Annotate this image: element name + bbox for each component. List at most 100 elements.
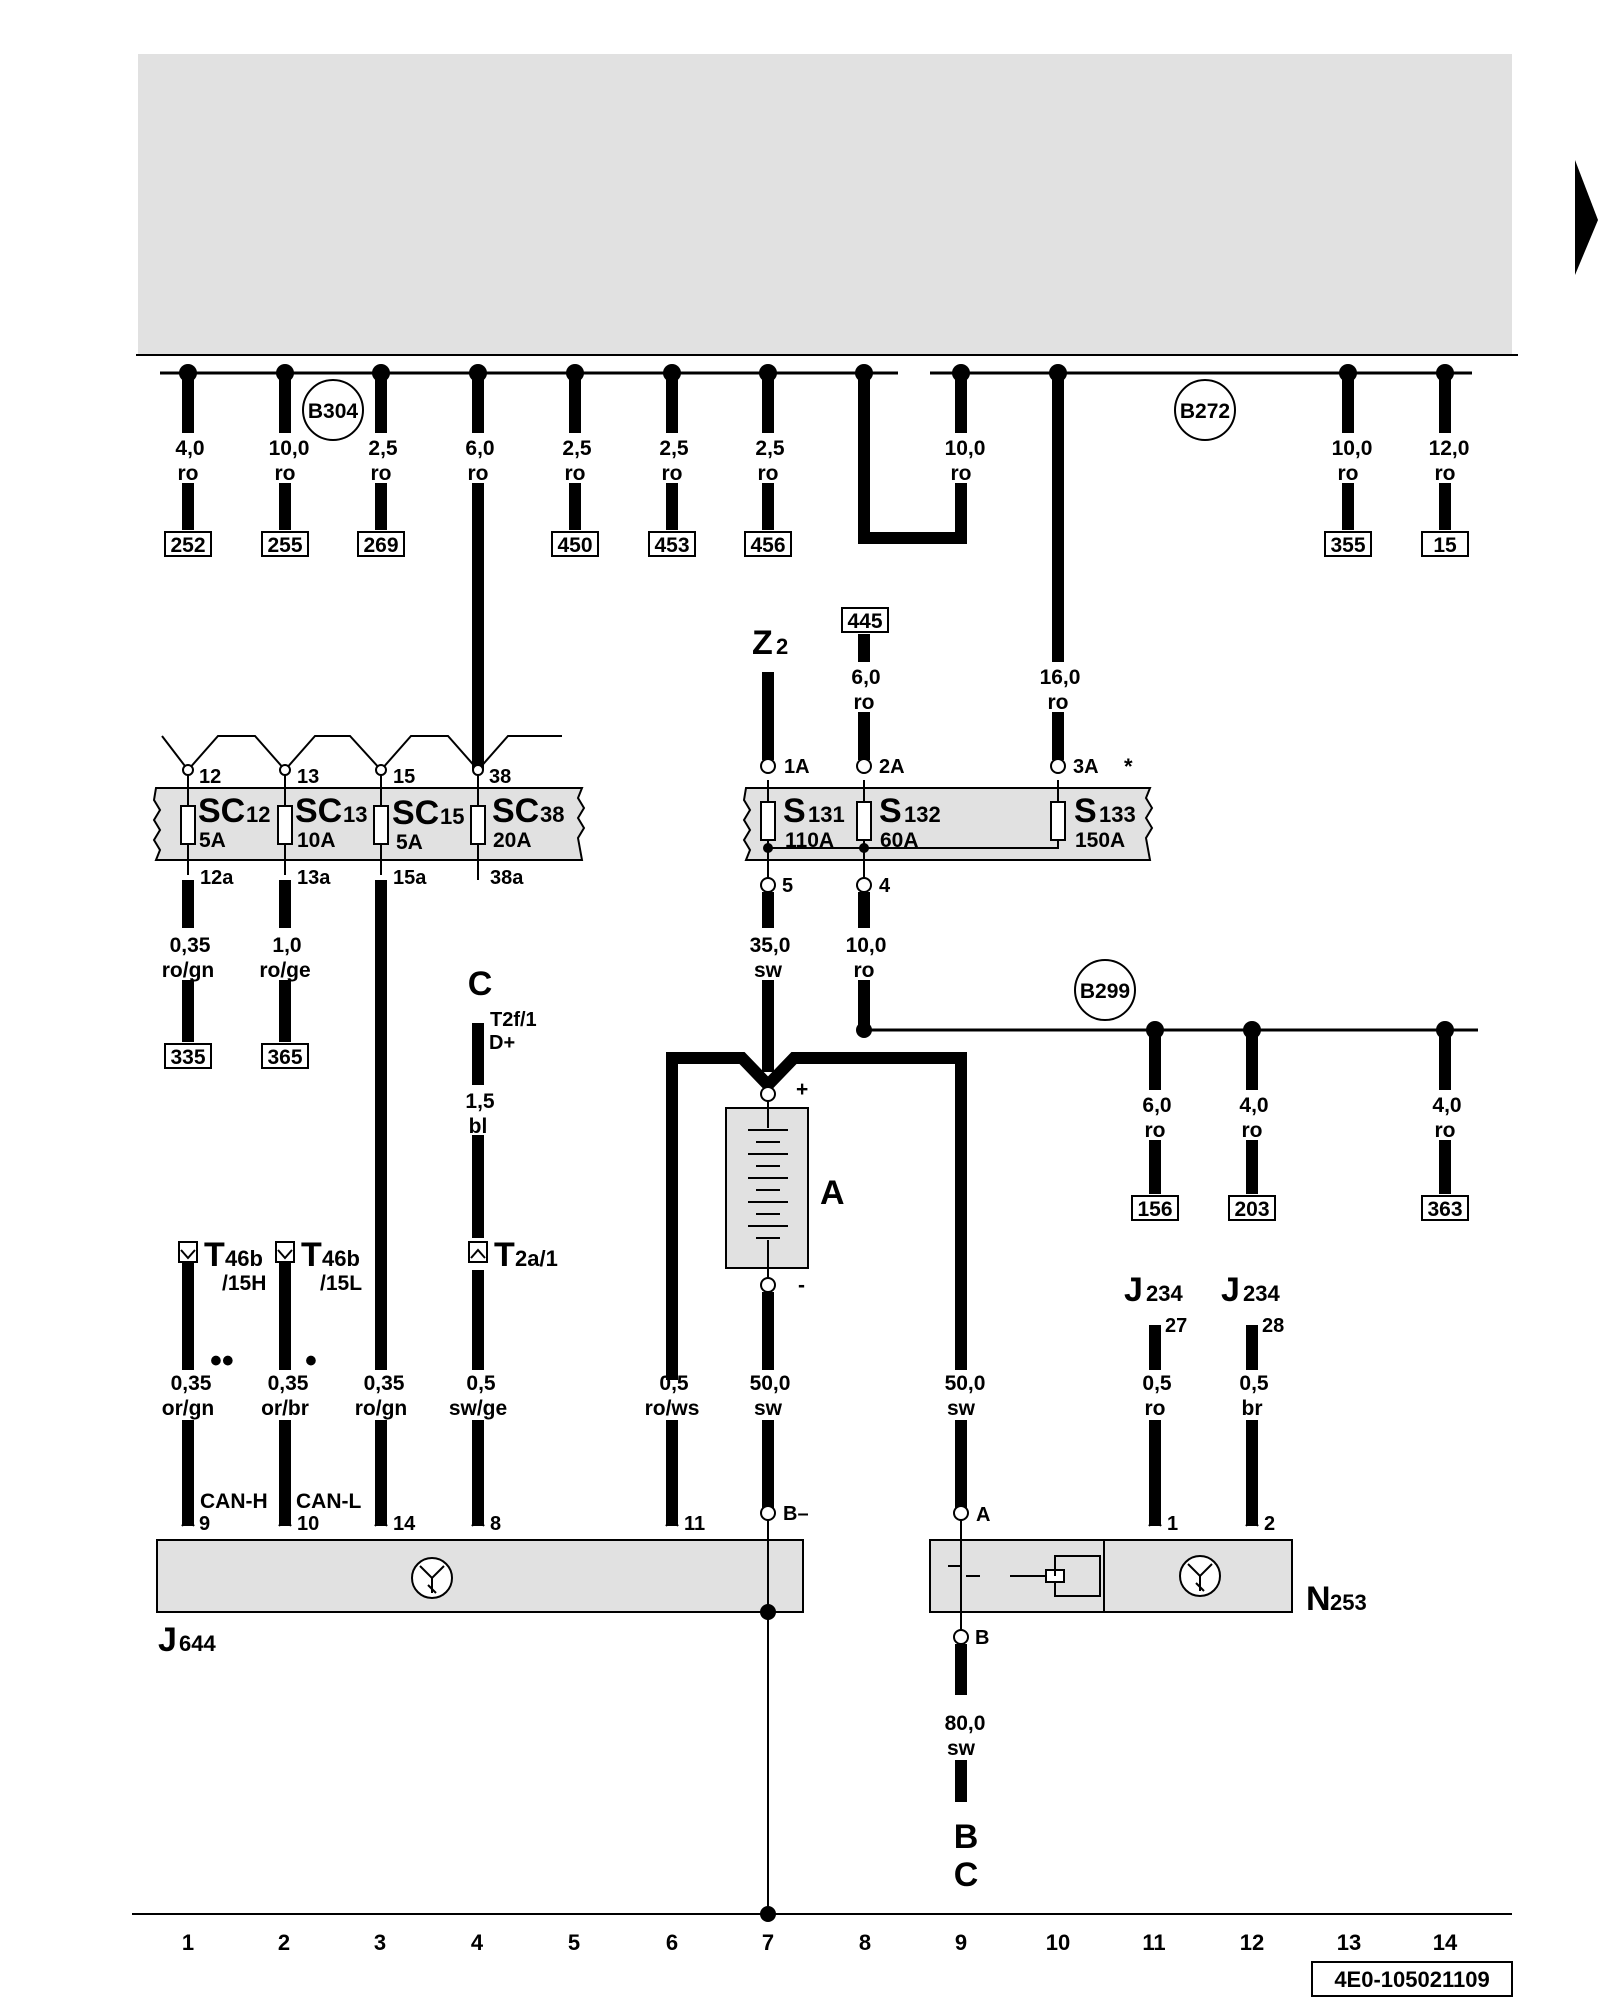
svg-text:46b: 46b — [322, 1246, 360, 1271]
fuse-s133[interactable]: 3A S 133 150A * — [1050, 754, 1136, 852]
svg-text:6,0: 6,0 — [1142, 1094, 1171, 1117]
svg-text:+: + — [796, 1078, 808, 1101]
document-id: 4E0-105021109 — [1311, 1961, 1513, 1997]
fuse-sc12[interactable]: 12 SC 12 5A 12a — [180, 764, 270, 889]
svg-text:T: T — [494, 1236, 515, 1274]
wire-col2-to-365: 1,0 ro/ge 365 — [259, 880, 311, 1069]
svg-text:10: 10 — [297, 1513, 319, 1535]
column-numbers: 1 2 3 4 5 6 7 8 9 10 11 12 13 14 — [182, 1930, 1458, 1955]
j234-pin28: J 234 28 — [1221, 1271, 1284, 1370]
svg-text:ro/gn: ro/gn — [355, 1397, 408, 1420]
svg-text:12,0: 12,0 — [1429, 437, 1470, 460]
ref-box[interactable]: 335 — [170, 1046, 205, 1069]
svg-text:9: 9 — [955, 1930, 967, 1955]
fuse-s132[interactable]: 2A S 132 60A — [856, 756, 941, 852]
ref-box[interactable]: 252 — [170, 534, 205, 557]
b299-wire-col11: 6,0 ro 156 — [1131, 1021, 1179, 1221]
fuse-sc15[interactable]: 15 SC 15 5A 15a — [373, 764, 464, 889]
svg-text:ro: ro — [1048, 691, 1069, 714]
module-n253[interactable]: N 253 B — [929, 1520, 1367, 1649]
n253-wire-a: 50,0 sw A — [945, 1372, 991, 1526]
ref-box[interactable]: 355 — [1330, 534, 1365, 557]
svg-text:13: 13 — [1337, 1930, 1361, 1955]
ref-box[interactable]: 363 — [1427, 1198, 1462, 1221]
svg-text:38: 38 — [489, 766, 511, 788]
svg-text:4E0-105021109: 4E0-105021109 — [1334, 1967, 1489, 1992]
connector-t46b-15l: T 46b /15L — [275, 1236, 362, 1370]
svg-text:SC: SC — [198, 792, 245, 830]
svg-text:ro/ge: ro/ge — [259, 959, 310, 982]
fuse-sc13[interactable]: 13 SC 13 10A 13a — [277, 764, 367, 889]
svg-text:ro: ro — [371, 462, 392, 485]
svg-text:4,0: 4,0 — [1239, 1094, 1268, 1117]
ref-box[interactable]: 445 — [847, 610, 882, 633]
ref-box[interactable]: 15 — [1433, 534, 1457, 557]
svg-text:S: S — [1074, 792, 1097, 830]
svg-text:0,5: 0,5 — [1239, 1372, 1269, 1395]
ref-box[interactable]: 456 — [750, 534, 785, 557]
svg-text:12: 12 — [246, 802, 270, 827]
svg-text:4: 4 — [879, 875, 891, 897]
svg-text:C: C — [954, 1856, 979, 1894]
ref-box[interactable]: 255 — [267, 534, 302, 557]
rail-b304: B304 — [302, 379, 364, 441]
svg-text:2: 2 — [278, 1930, 290, 1955]
fuse-sc38[interactable]: 38 SC 38 20A 38a — [470, 764, 564, 889]
svg-text:/15H: /15H — [222, 1272, 266, 1295]
svg-text:1: 1 — [1167, 1513, 1178, 1535]
ref-box[interactable]: 203 — [1234, 1198, 1269, 1221]
svg-text:J: J — [1221, 1271, 1240, 1309]
svg-text:15: 15 — [393, 766, 415, 788]
ref-box[interactable]: 450 — [557, 534, 592, 557]
svg-text:50,0: 50,0 — [750, 1372, 791, 1395]
ref-box[interactable]: 365 — [267, 1046, 302, 1069]
ref-box[interactable]: 156 — [1137, 1198, 1172, 1221]
j644-wire-11: 0,5 ro/ws 11 — [645, 1372, 706, 1535]
svg-text:S: S — [879, 792, 902, 830]
connector-c: C T2f/1 D+ 1,5 bl — [465, 965, 537, 1238]
svg-text:ro: ro — [1435, 462, 1456, 485]
svg-text:ro: ro — [1338, 462, 1359, 485]
svg-text:0,35: 0,35 — [171, 1372, 212, 1395]
svg-text:ro/ws: ro/ws — [645, 1397, 700, 1420]
svg-text:132: 132 — [904, 802, 941, 827]
rail-b304-label: B304 — [308, 400, 359, 423]
ref-box[interactable]: 269 — [363, 534, 398, 557]
battery-a[interactable]: + - A — [666, 1052, 967, 1380]
z2-wire: Z 2 — [752, 624, 788, 760]
svg-text:20A: 20A — [493, 829, 532, 852]
svg-text:13: 13 — [297, 766, 319, 788]
svg-text:16,0: 16,0 — [1040, 666, 1081, 689]
svg-text:ro: ro — [1435, 1119, 1456, 1142]
n253-wire-1: 0,5 ro 1 — [1142, 1372, 1178, 1535]
ref-box[interactable]: 453 — [654, 534, 689, 557]
svg-text:ro: ro — [662, 462, 683, 485]
svg-text:B: B — [975, 1627, 989, 1649]
svg-text:CAN-L: CAN-L — [296, 1490, 361, 1513]
svg-text:28: 28 — [1262, 1315, 1284, 1337]
n253-label: N — [1306, 1580, 1331, 1618]
svg-text:T: T — [204, 1236, 225, 1274]
svg-text:10,0: 10,0 — [269, 437, 310, 460]
svg-text:8: 8 — [859, 1930, 871, 1955]
svg-text:ro/gn: ro/gn — [162, 959, 215, 982]
module-j644[interactable]: J 644 — [156, 1520, 804, 1659]
n253-wire-2: 0,5 br 2 — [1239, 1372, 1275, 1535]
svg-text:234: 234 — [1243, 1281, 1280, 1306]
svg-text:SC: SC — [295, 792, 342, 830]
svg-text:sw/ge: sw/ge — [449, 1397, 507, 1420]
fuse-s131[interactable]: 1A S 131 110A — [760, 756, 845, 852]
svg-text:T2f/1: T2f/1 — [490, 1009, 537, 1031]
rail-b299: B299 — [1074, 959, 1136, 1021]
svg-text:27: 27 — [1165, 1315, 1187, 1337]
svg-text:15: 15 — [440, 804, 464, 829]
svg-text:ro: ro — [275, 462, 296, 485]
svg-text:ro: ro — [758, 462, 779, 485]
connector-t46b-15h: T 46b /15H — [178, 1236, 266, 1370]
continue-arrow-icon[interactable] — [1575, 160, 1598, 275]
twisted-pair-mark: • — [305, 1342, 317, 1380]
svg-text:5: 5 — [568, 1930, 580, 1955]
j644-wire-10: 0,35 or/br CAN-L 10 — [261, 1372, 361, 1535]
svg-text:SC: SC — [392, 794, 439, 832]
svg-text:sw: sw — [754, 1397, 783, 1420]
